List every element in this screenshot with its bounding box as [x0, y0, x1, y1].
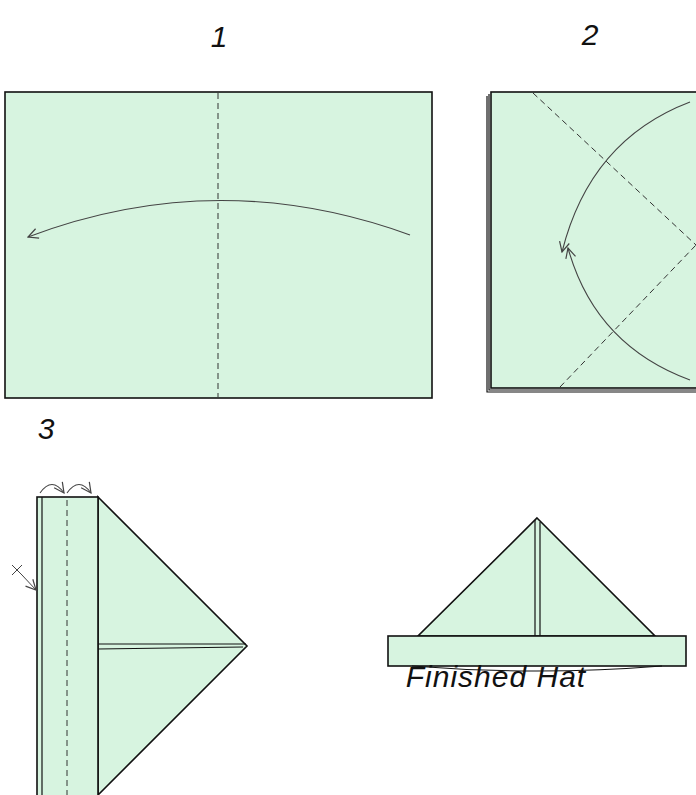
center-seam: [534, 520, 535, 636]
pointer-arrow: [22, 575, 36, 590]
fold-arrow: [568, 248, 690, 380]
fold-arrow: [562, 102, 690, 252]
step-number: 2: [582, 20, 599, 50]
fold-arrow: [67, 485, 91, 494]
cross-mark: [12, 565, 22, 575]
fold-arrow: [28, 200, 410, 237]
band-edge: [41, 497, 42, 795]
folded-sheet: [491, 92, 696, 388]
hat-crown: [418, 518, 655, 636]
brim-band: [37, 497, 98, 795]
fold-line: [533, 93, 696, 245]
center-seam: [539, 522, 540, 636]
paper-sheet: [5, 92, 432, 398]
fold-line: [218, 93, 219, 397]
center-seam: [98, 643, 246, 644]
fold-arrow: [40, 485, 64, 494]
fold-line: [67, 500, 68, 795]
caption-text: Finished Hat: [406, 662, 586, 692]
step-number: 1: [211, 22, 228, 52]
step-number: 3: [38, 414, 55, 444]
fold-line: [560, 245, 696, 387]
center-seam: [98, 647, 243, 649]
hat-triangle: [98, 497, 247, 795]
